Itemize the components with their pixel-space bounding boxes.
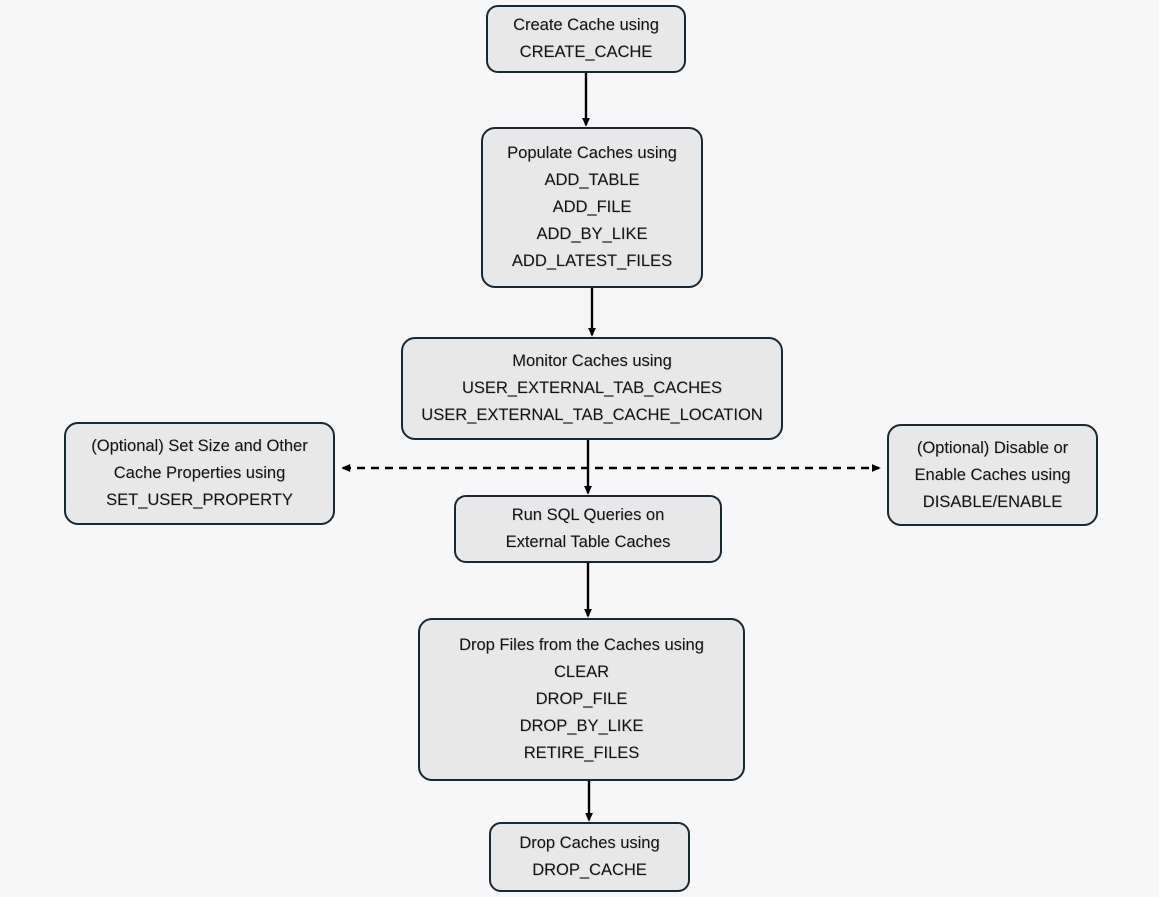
node-optional-disable-enable-caches-line-3: DISABLE/ENABLE — [922, 492, 1063, 511]
node-optional-disable-enable-caches-line-2: Enable Caches using — [914, 465, 1071, 484]
node-run-sql-queries[interactable]: Run SQL Queries on External Table Caches — [454, 495, 722, 563]
node-drop-files-from-caches-line-2: CLEAR — [553, 663, 610, 681]
node-populate-caches-line-2: ADD_TABLE — [544, 171, 640, 189]
node-populate-caches[interactable]: Populate Caches using ADD_TABLE ADD_FILE… — [481, 127, 703, 288]
node-drop-caches-line-1: Drop Caches using — [519, 834, 660, 852]
node-optional-disable-enable-caches[interactable]: (Optional) Disable or Enable Caches usin… — [887, 424, 1098, 526]
node-optional-set-cache-properties-line-1: (Optional) Set Size and Other — [91, 437, 308, 455]
node-drop-files-from-caches-line-1: Drop Files from the Caches using — [459, 636, 704, 654]
node-drop-files-from-caches-line-4: DROP_BY_LIKE — [519, 717, 644, 735]
node-drop-caches-line-2: DROP_CACHE — [532, 861, 647, 879]
node-drop-caches[interactable]: Drop Caches using DROP_CACHE — [489, 822, 690, 892]
node-optional-set-cache-properties-line-2: Cache Properties using — [113, 464, 286, 482]
node-create-cache-line-2: CREATE_CACHE — [519, 43, 653, 61]
node-optional-set-cache-properties-line-3: SET_USER_PROPERTY — [106, 491, 293, 509]
node-create-cache-line-1: Create Cache using — [513, 16, 659, 34]
node-populate-caches-line-1: Populate Caches using — [507, 144, 677, 162]
node-create-cache[interactable]: Create Cache using CREATE_CACHE — [486, 5, 686, 73]
node-drop-files-from-caches-line-5: RETIRE_FILES — [523, 744, 640, 762]
node-monitor-caches-line-1: Monitor Caches using — [512, 352, 672, 370]
node-optional-set-cache-properties[interactable]: (Optional) Set Size and Other Cache Prop… — [64, 422, 335, 525]
node-populate-caches-line-5: ADD_LATEST_FILES — [511, 252, 673, 270]
node-run-sql-queries-line-1: Run SQL Queries on — [511, 506, 665, 524]
node-run-sql-queries-line-2: External Table Caches — [505, 533, 671, 551]
node-populate-caches-line-3: ADD_FILE — [552, 198, 632, 216]
node-monitor-caches[interactable]: Monitor Caches using USER_EXTERNAL_TAB_C… — [401, 337, 783, 440]
node-optional-disable-enable-caches-line-1: (Optional) Disable or — [916, 438, 1069, 457]
node-populate-caches-line-4: ADD_BY_LIKE — [536, 225, 648, 243]
node-drop-files-from-caches-line-3: DROP_FILE — [535, 690, 628, 708]
node-monitor-caches-line-2: USER_EXTERNAL_TAB_CACHES — [461, 379, 723, 397]
node-drop-files-from-caches[interactable]: Drop Files from the Caches using CLEAR D… — [418, 618, 745, 781]
node-monitor-caches-line-3: USER_EXTERNAL_TAB_CACHE_LOCATION — [421, 406, 763, 424]
